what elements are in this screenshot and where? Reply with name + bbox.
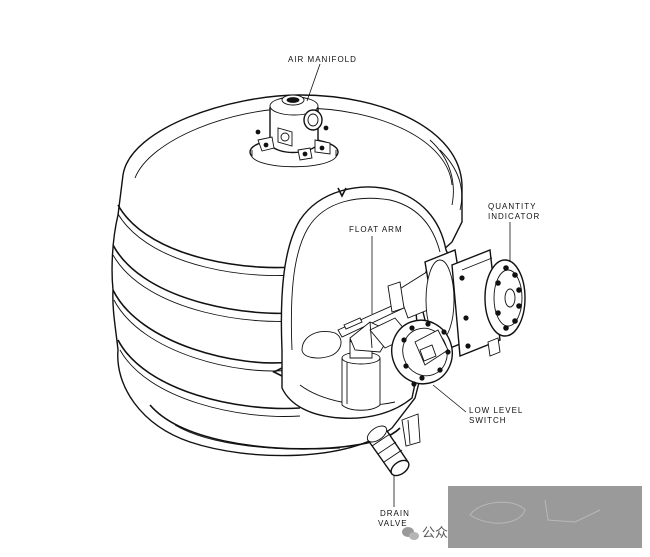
watermark: 公众: [402, 486, 642, 548]
label-drain-valve-line2: VALVE: [378, 519, 408, 528]
watermark-text: 公众: [422, 526, 448, 541]
label-low-level-switch-line1: LOW LEVEL: [469, 406, 523, 415]
quantity-indicator-housing: [387, 249, 526, 357]
wechat-icon: [402, 527, 419, 540]
air-manifold: [249, 94, 339, 168]
label-drain-valve-line1: DRAIN: [380, 509, 410, 518]
label-low-level-switch-line2: SWITCH: [469, 416, 507, 425]
label-float-arm: FLOAT ARM: [349, 225, 403, 234]
leader-air-manifold: [306, 63, 321, 102]
leader-low-level-switch: [432, 384, 467, 413]
drain-valve: [366, 413, 421, 477]
label-quantity-indicator-line2: INDICATOR: [488, 212, 540, 221]
watermark-panel: [448, 486, 642, 548]
label-air-manifold: AIR MANIFOLD: [288, 55, 357, 64]
low-level-switch: [391, 319, 453, 387]
label-quantity-indicator-line1: QUANTITY: [488, 202, 536, 211]
